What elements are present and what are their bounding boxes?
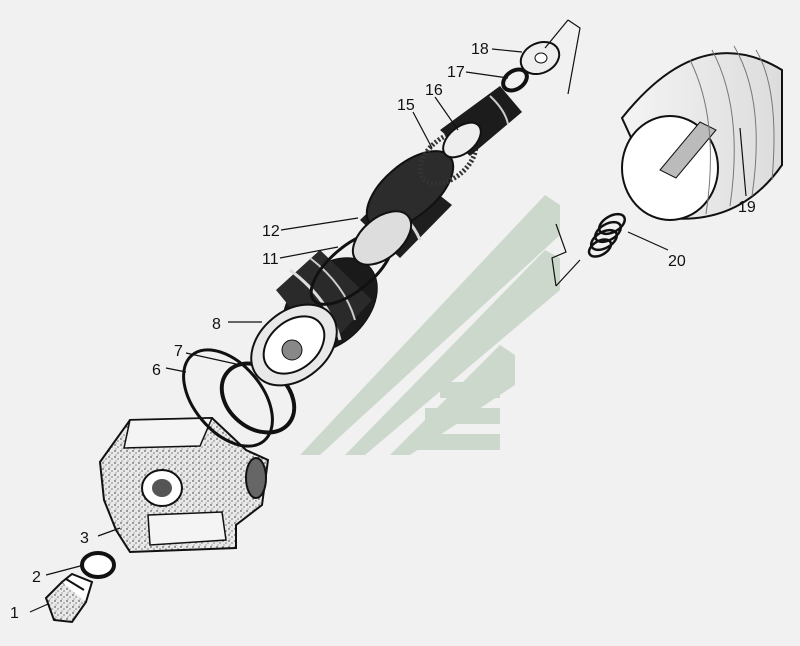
part-labels: 1 2 3 6 7 8 11 12 15 16 17 18 19 20 — [10, 41, 756, 622]
label-part-18: 18 — [471, 41, 489, 58]
label-part-15: 15 — [397, 97, 415, 114]
part-3-housing — [98, 416, 270, 554]
label-part-11: 11 — [262, 251, 279, 268]
label-part-1: 1 — [10, 605, 19, 622]
part-12-cup — [351, 150, 455, 266]
leader-lines — [29, 48, 747, 613]
label-part-6: 6 — [152, 362, 161, 379]
part-16-cap — [440, 86, 522, 159]
label-part-16: 16 — [425, 82, 443, 99]
part-20-spring — [587, 212, 627, 258]
part-19-bowl — [620, 45, 783, 221]
watermark-logo — [300, 195, 560, 455]
label-part-20: 20 — [668, 253, 686, 270]
part-2-washer — [80, 551, 116, 579]
part-1-sensor — [44, 572, 94, 624]
label-part-17: 17 — [447, 64, 465, 81]
part-6-oring — [182, 348, 274, 448]
label-part-19: 19 — [738, 199, 756, 216]
part-18-washer — [519, 40, 561, 76]
label-part-2: 2 — [32, 569, 41, 586]
label-part-8: 8 — [212, 316, 221, 333]
part-17-ring — [501, 67, 529, 93]
assembly-axis-lines — [544, 19, 581, 287]
label-part-12: 12 — [262, 223, 280, 240]
label-part-3: 3 — [80, 530, 89, 547]
label-part-7: 7 — [174, 343, 183, 360]
